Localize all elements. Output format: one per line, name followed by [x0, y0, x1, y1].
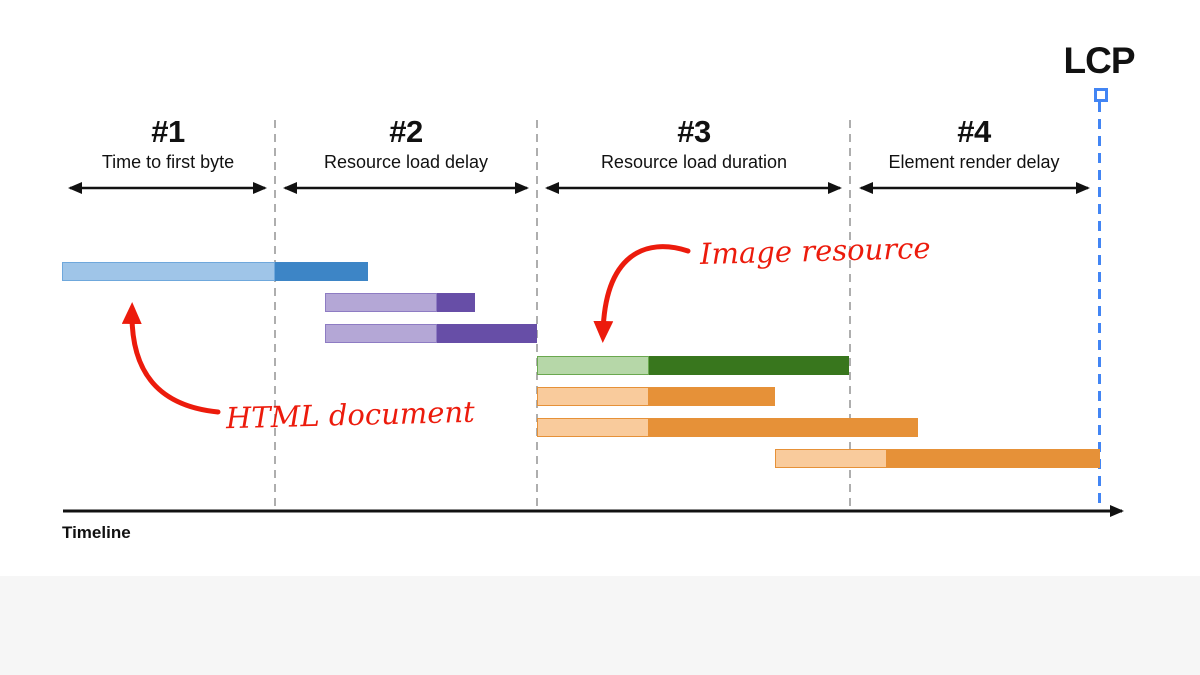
script-bar-3-delay-segment	[775, 449, 887, 468]
stylesheet-bar-2-load-segment	[437, 324, 537, 343]
phase-divider-3	[849, 120, 851, 508]
script-bar-1-load-segment	[649, 387, 775, 406]
document-bar-load-segment	[275, 262, 368, 281]
image-resource-curved-arrow	[593, 244, 691, 343]
stylesheet-bar-2-delay-segment	[325, 324, 437, 343]
html-document-curved-arrow	[121, 302, 221, 415]
phase-divider-2	[536, 120, 538, 508]
phase-2-number: #2	[389, 114, 423, 149]
lcp-marker-icon	[1094, 88, 1108, 102]
legend-strip: Document Stylesheet Script Image	[0, 576, 1200, 675]
phase-divider-1	[274, 120, 276, 508]
script-bar-3-load-segment	[887, 449, 1100, 468]
document-bar-ttfb-segment	[62, 262, 275, 281]
phase-1-number: #1	[151, 114, 185, 149]
phase-3-number: #3	[677, 114, 711, 149]
lcp-label: LCP	[1063, 40, 1136, 81]
image-bar-load-segment	[649, 356, 849, 375]
phase-4-number: #4	[957, 114, 991, 149]
phase-2-label: Resource load delay	[323, 152, 489, 172]
phase-3-label: Resource load duration	[600, 152, 788, 172]
script-bar-2-load-segment	[649, 418, 918, 437]
lcp-dashed-line	[1098, 102, 1101, 509]
script-bar-1-delay-segment	[537, 387, 649, 406]
stylesheet-bar-1-load-segment	[437, 293, 475, 312]
image-resource-annotation: Image resource	[699, 230, 931, 272]
phase-4-label: Element render delay	[888, 152, 1060, 172]
stylesheet-bar-1-delay-segment	[325, 293, 437, 312]
timeline-axis-label: Timeline	[62, 523, 131, 542]
image-bar-delay-segment	[537, 356, 649, 375]
script-bar-2-delay-segment	[537, 418, 649, 437]
html-document-annotation: HTML document	[225, 394, 476, 436]
phase-1-label: Time to first byte	[101, 152, 235, 172]
